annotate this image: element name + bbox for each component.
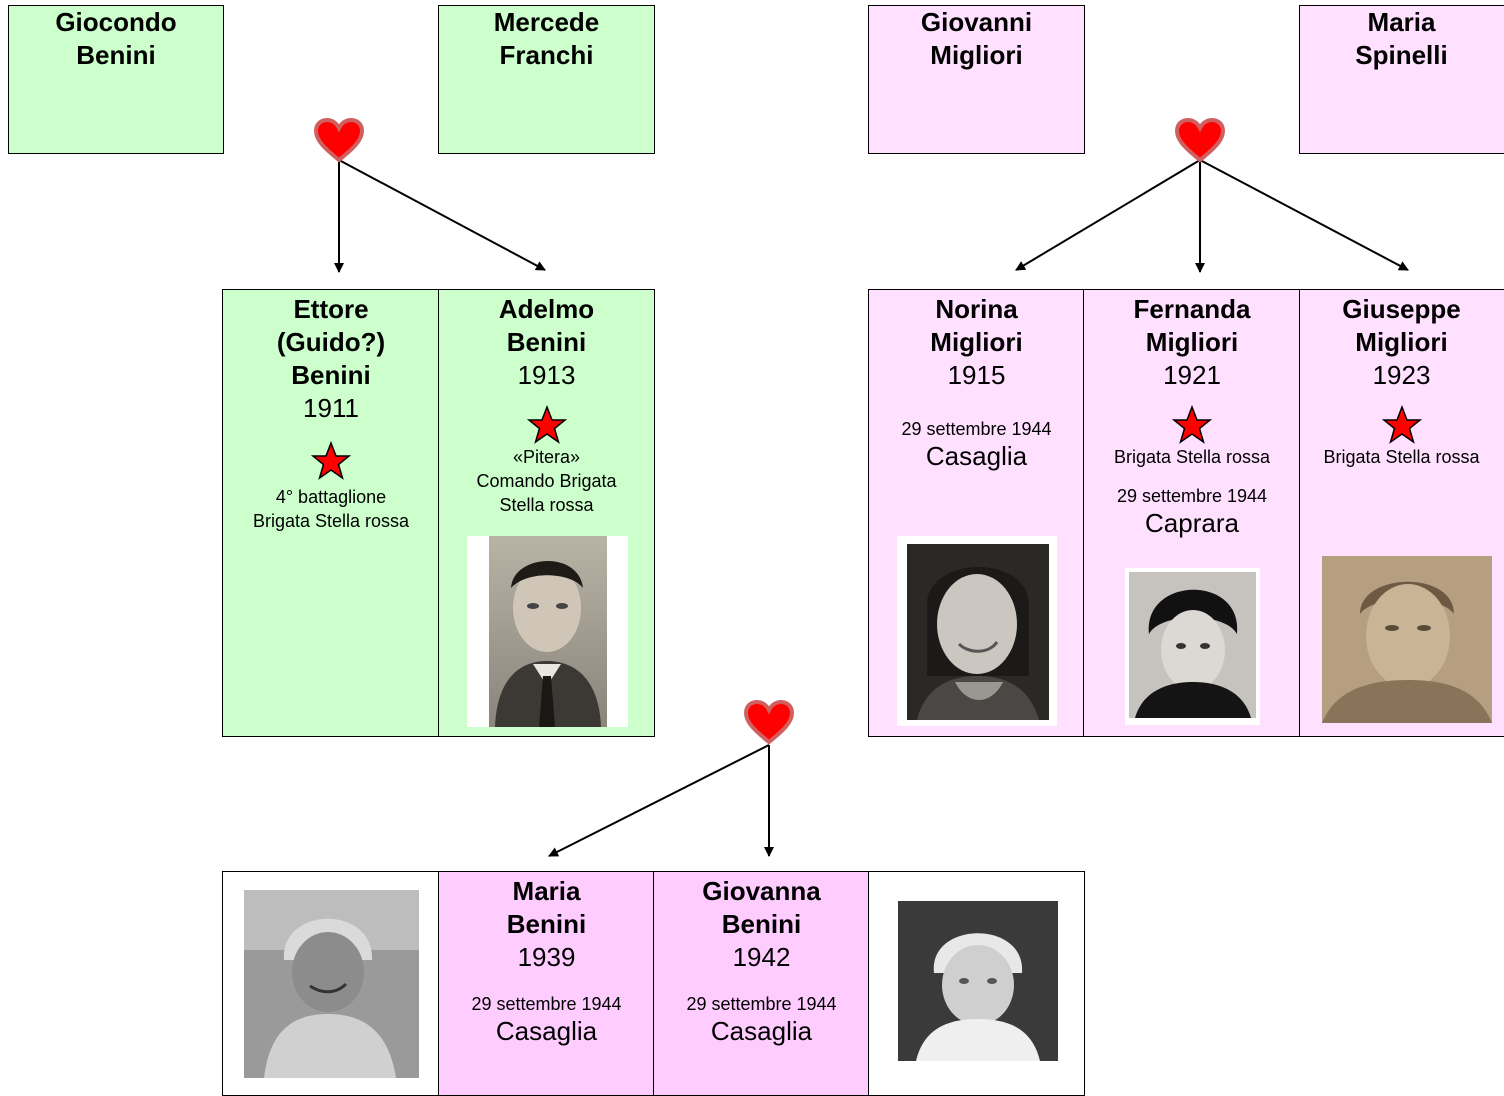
person-last-name: Benini: [76, 40, 156, 70]
birth-year: 1913: [517, 360, 576, 390]
person-first-name: Giovanna: [702, 876, 821, 906]
arrow-to-adelmo: [338, 159, 546, 271]
person-fernanda-migliori: Fernanda Migliori 1921 Brigata Stella ro…: [1083, 289, 1301, 737]
birth-year: 1942: [732, 942, 791, 972]
portrait-photo: [1125, 568, 1260, 725]
person-norina-migliori: Norina Migliori 1915 29 settembre 1944 C…: [868, 289, 1085, 737]
birth-year: 1921: [1163, 360, 1221, 390]
person-first-name: Adelmo: [498, 294, 595, 324]
partisan-unit: 4° battaglione: [275, 487, 387, 507]
portrait-photo: [898, 901, 1058, 1061]
portrait-photo: [897, 536, 1057, 726]
person-first-name: Ettore: [293, 294, 369, 324]
person-giovanna-benini: Giovanna Benini 1942 29 settembre 1944 C…: [653, 871, 870, 1096]
person-last-name: Benini: [506, 327, 587, 357]
heart-icon: [1175, 118, 1225, 162]
death-place: Casaglia: [495, 1016, 598, 1046]
portrait-photo: [1322, 556, 1492, 723]
portrait-photo: [244, 890, 419, 1078]
person-first-name: Fernanda: [1133, 294, 1251, 324]
person-last-name: Benini: [721, 909, 802, 939]
partisan-brigade: Stella rossa: [499, 495, 594, 515]
partisan-role: Comando Brigata: [476, 471, 617, 491]
person-first-name: Giovanni: [920, 7, 1033, 37]
photo-frame-giovanna: [868, 871, 1085, 1096]
person-last-name: Benini: [506, 909, 587, 939]
photo-frame-maria: [222, 871, 440, 1096]
heart-icon: [314, 118, 364, 162]
birth-year: 1939: [517, 942, 576, 972]
person-adelmo-benini: Adelmo Benini 1913 «Pitera» Comando Brig…: [438, 289, 655, 737]
person-maria-spinelli: Maria Spinelli: [1299, 5, 1504, 154]
person-first-name: Maria: [1367, 7, 1436, 37]
arrow-to-norina: [1015, 159, 1201, 271]
person-giovanni-migliori: Giovanni Migliori: [868, 5, 1085, 154]
death-place: Caprara: [1145, 508, 1239, 538]
death-date: 29 settembre 1944: [471, 994, 622, 1014]
person-last-name: Migliori: [1355, 327, 1448, 357]
person-last-name: Migliori: [930, 40, 1023, 70]
person-last-name: Franchi: [499, 40, 594, 70]
person-ettore-benini: Ettore (Guido?) Benini 1911 4° battaglio…: [222, 289, 440, 737]
person-maria-benini: Maria Benini 1939 29 settembre 1944 Casa…: [438, 871, 655, 1096]
person-first-name: Maria: [512, 876, 581, 906]
arrow-to-maria: [548, 744, 770, 857]
portrait-photo: [467, 536, 628, 727]
death-place: Casaglia: [925, 441, 1028, 471]
person-last-name: Benini: [291, 360, 371, 390]
death-date: 29 settembre 1944: [1116, 486, 1268, 506]
arrow-to-giuseppe: [1199, 159, 1409, 271]
person-first-name: Giocondo: [55, 7, 177, 37]
heart-icon: [744, 700, 794, 744]
person-last-name: Spinelli: [1355, 40, 1448, 70]
person-alt-name: (Guido?): [276, 327, 386, 357]
person-last-name: Migliori: [930, 327, 1023, 357]
death-date: 29 settembre 1944: [686, 994, 837, 1014]
partisan-brigade: Brigata Stella rossa: [252, 511, 410, 531]
person-mercede-franchi: Mercede Franchi: [438, 5, 655, 154]
death-place: Casaglia: [710, 1016, 813, 1046]
birth-year: 1911: [303, 393, 359, 423]
birth-year: 1923: [1372, 360, 1431, 390]
person-first-name: Norina: [935, 294, 1018, 324]
birth-year: 1915: [947, 360, 1006, 390]
death-date: 29 settembre 1944: [901, 419, 1052, 439]
partisan-brigade: Brigata Stella rossa: [1323, 447, 1480, 467]
person-last-name: Migliori: [1145, 327, 1239, 357]
person-first-name: Giuseppe: [1342, 294, 1461, 324]
person-first-name: Mercede: [493, 7, 600, 37]
person-giocondo-benini: Giocondo Benini: [8, 5, 224, 154]
partisan-brigade: Brigata Stella rossa: [1113, 447, 1271, 467]
person-giuseppe-migliori: Giuseppe Migliori 1923 Brigata Stella ro…: [1299, 289, 1504, 737]
nom-de-guerre: «Pitera»: [512, 447, 581, 467]
